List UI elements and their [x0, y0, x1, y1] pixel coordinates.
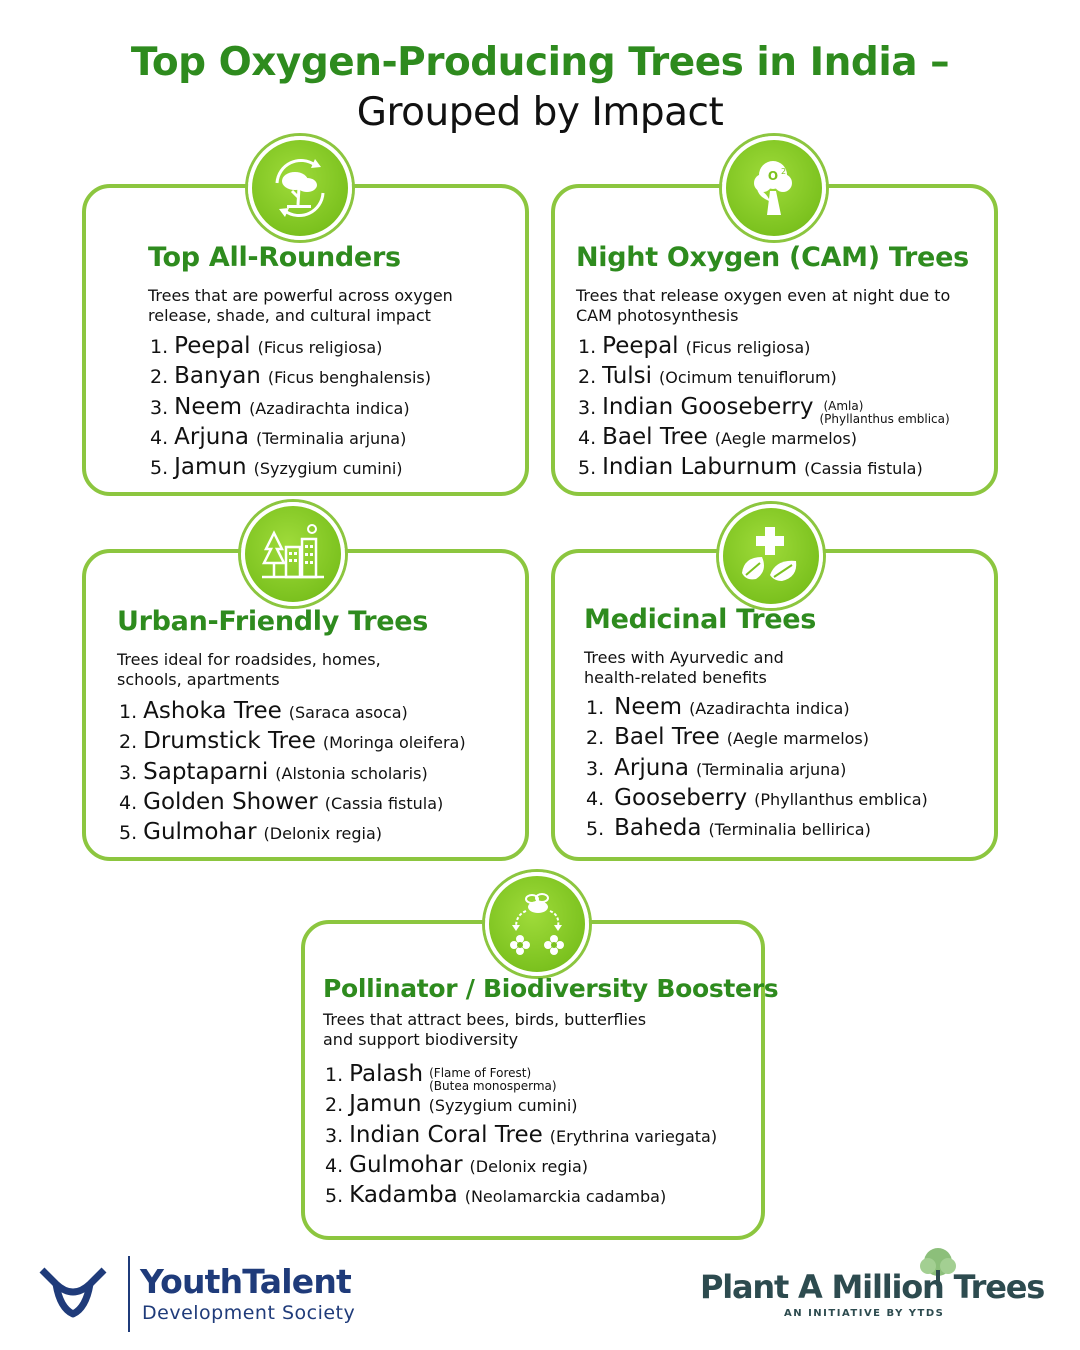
tree-list: 1.Neem(Azadirachta indica) 2.Bael Tree(A…	[586, 694, 928, 845]
pam-name: Plant A Million Trees	[700, 1268, 1045, 1306]
oxygen-tree-icon: O 2	[722, 136, 826, 240]
city-trees-icon	[241, 502, 345, 606]
ytds-subtitle: Development Society	[142, 1302, 356, 1324]
tree-cycle-icon	[248, 136, 352, 240]
tree-list: 1.Peepal(Ficus religiosa) 2.Banyan(Ficus…	[150, 333, 431, 484]
bee-flowers-icon	[485, 872, 589, 976]
tree-logo-icon	[920, 1248, 956, 1286]
svg-text:2: 2	[781, 167, 786, 176]
list-item: 1.Neem(Azadirachta indica)	[586, 694, 850, 720]
list-item: 5.Jamun(Syzygium cumini)	[150, 454, 403, 481]
category-description: Trees ideal for roadsides, homes, school…	[117, 650, 381, 689]
list-item: 2.Drumstick Tree(Moringa oleifera)	[119, 728, 466, 755]
list-item: 2.Bael Tree(Aegle marmelos)	[586, 724, 870, 751]
list-item: 2.Banyan(Ficus benghalensis)	[150, 363, 431, 390]
list-item: 4.Bael Tree(Aegle marmelos)	[578, 423, 858, 450]
tree-list: 1.Palash(Flame of Forest)(Butea monosper…	[325, 1061, 717, 1212]
youthtalent-logo: YouthTalent Development Society	[38, 1256, 368, 1336]
list-item: 1.Palash(Flame of Forest)(Butea monosper…	[325, 1061, 557, 1093]
ytds-name: YouthTalent	[140, 1262, 352, 1301]
list-item: 4.Gulmohar(Delonix regia)	[325, 1151, 589, 1178]
category-title: Pollinator / Biodiversity Boosters	[323, 974, 779, 1003]
list-item: 2.Jamun(Syzygium cumini)	[325, 1091, 578, 1118]
list-item: 3.Indian Gooseberry(Amla)(Phyllanthus em…	[578, 393, 950, 426]
list-item: 2.Tulsi(Ocimum tenuiflorum)	[578, 363, 837, 390]
category-title: Top All-Rounders	[148, 242, 401, 273]
logo-divider	[128, 1256, 130, 1332]
tree-list: 1.Ashoka Tree(Saraca asoca) 2.Drumstick …	[119, 698, 466, 849]
list-item: 3.Arjuna(Terminalia arjuna)	[586, 754, 847, 781]
list-item: 1.Peepal(Ficus religiosa)	[150, 333, 383, 359]
svg-text:O: O	[768, 169, 778, 183]
list-item: 5.Indian Laburnum(Cassia fistula)	[578, 454, 923, 481]
category-title: Night Oxygen (CAM) Trees	[576, 242, 969, 273]
list-item: 4.Gooseberry(Phyllanthus emblica)	[586, 784, 928, 811]
category-title: Medicinal Trees	[584, 604, 817, 635]
list-item: 4.Arjuna(Terminalia arjuna)	[150, 423, 407, 450]
list-item: 5.Gulmohar(Delonix regia)	[119, 819, 383, 846]
list-item: 1.Ashoka Tree(Saraca asoca)	[119, 698, 408, 724]
list-item: 3.Neem(Azadirachta indica)	[150, 393, 410, 420]
medicinal-leaf-icon	[719, 504, 823, 608]
category-title: Urban-Friendly Trees	[117, 606, 429, 637]
category-description: Trees that are powerful across oxygen re…	[148, 286, 453, 325]
list-item: 5.Kadamba(Neolamarckia cadamba)	[325, 1182, 667, 1209]
category-description: Trees with Ayurvedic and health-related …	[584, 648, 784, 687]
category-card-night-oxygen	[551, 184, 998, 496]
page-title: Top Oxygen-Producing Trees in India –	[130, 40, 950, 85]
plant-a-million-trees-logo: Plant A Million Trees AN INITIATIVE BY Y…	[700, 1246, 1045, 1326]
ytds-emblem-icon	[39, 1267, 107, 1318]
category-description: Trees that release oxygen even at night …	[576, 286, 951, 325]
list-item: 3.Saptaparni(Alstonia scholaris)	[119, 758, 428, 785]
list-item: 1.Peepal(Ficus religiosa)	[578, 333, 811, 359]
category-description: Trees that attract bees, birds, butterfl…	[323, 1010, 647, 1049]
list-item: 5.Baheda(Terminalia bellirica)	[586, 815, 871, 842]
tree-list: 1.Peepal(Ficus religiosa) 2.Tulsi(Ocimum…	[578, 333, 950, 484]
pam-subtitle: AN INITIATIVE BY YTDS	[784, 1308, 945, 1319]
page-subtitle: Grouped by Impact	[356, 90, 724, 135]
list-item: 4.Golden Shower(Cassia fistula)	[119, 788, 444, 815]
list-item: 3.Indian Coral Tree(Erythrina variegata)	[325, 1121, 718, 1148]
